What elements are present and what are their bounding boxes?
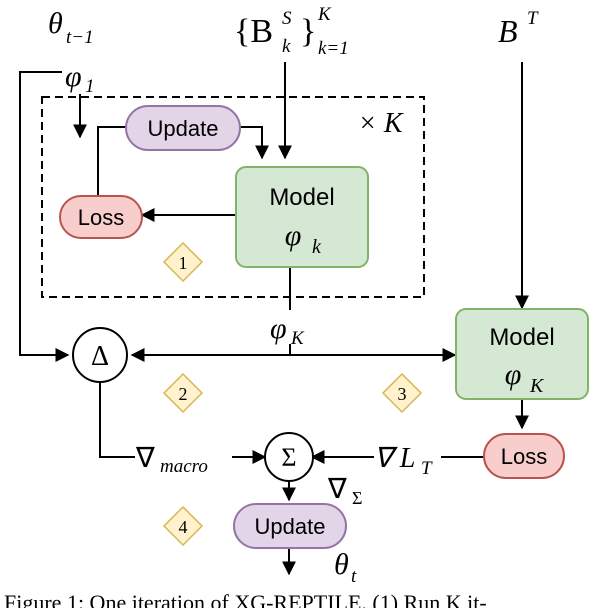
svg-text:}: } (300, 13, 316, 50)
step-1-badge: 1 (162, 241, 204, 283)
svg-text:t: t (351, 566, 357, 587)
svg-text:k: k (282, 36, 291, 57)
model-outer-param: φ (505, 358, 522, 391)
svg-text:Σ: Σ (352, 488, 362, 508)
model-inner-node: Model φ k (235, 166, 369, 268)
times-k-label: × K (358, 108, 404, 139)
svg-text:T: T (421, 458, 433, 479)
sigma-node: Σ (264, 432, 314, 482)
loss-outer-node: Loss (483, 433, 565, 479)
update-inner-node: Update (125, 105, 241, 151)
svg-text:T: T (527, 8, 539, 29)
model-inner-title: Model (269, 184, 334, 211)
svg-text:φ: φ (65, 60, 82, 93)
svg-text:macro: macro (160, 456, 208, 477)
phiK-mid-label: φ K (268, 312, 316, 349)
sigma-symbol: Σ (281, 443, 296, 472)
grad-loss-label: ∇ L T (374, 443, 433, 479)
step-3-badge: 3 (381, 372, 423, 414)
inner-loop-box (41, 96, 425, 298)
loss-outer-label: Loss (501, 444, 547, 469)
svg-text:B: B (498, 13, 518, 49)
theta-new-label: θ t (334, 548, 357, 587)
delta-to-sigma-line (99, 380, 135, 458)
svg-text:t−1: t−1 (66, 27, 94, 48)
update-outer-label: Update (255, 514, 326, 539)
loss-inner-label: Loss (78, 205, 124, 230)
source-batch-label: {B S k } K k=1 (232, 2, 372, 60)
model-inner-param: φ (285, 219, 302, 252)
target-batch-label: B T (495, 4, 555, 54)
theta-prev-line (19, 71, 80, 362)
step-4-badge: 4 (162, 505, 204, 547)
theta-prev-label: θ t−1 (44, 6, 110, 48)
svg-text:θ: θ (334, 548, 349, 581)
svg-text:∇: ∇ (135, 443, 155, 474)
figure-caption: Figure 1: One iteration of XG-REPTILE. (… (4, 590, 487, 608)
svg-text:{B: {B (234, 13, 273, 50)
grad-macro-label: ∇ macro (135, 443, 208, 477)
svg-text:∇ L: ∇ L (374, 443, 415, 474)
svg-text:S: S (282, 8, 292, 29)
update-inner-label: Update (148, 116, 219, 141)
step-2-badge: 2 (162, 372, 204, 414)
delta-symbol: Δ (91, 341, 109, 372)
step-1-label: 1 (179, 253, 188, 273)
svg-text:∇: ∇ (327, 474, 347, 505)
model-inner-param-sub: k (312, 236, 322, 258)
svg-text:φ: φ (270, 312, 287, 345)
step-4-label: 4 (179, 517, 188, 537)
svg-text:K: K (317, 4, 332, 25)
svg-text:k=1: k=1 (318, 38, 349, 59)
update-outer-node: Update (233, 503, 347, 549)
svg-text:θ: θ (48, 7, 63, 40)
phi1-label: φ 1 (62, 56, 104, 97)
step-3-label: 3 (398, 384, 407, 404)
loss-to-update-line (97, 126, 126, 198)
update-to-model-arrow (240, 126, 269, 160)
grad-sigma-label: ∇ Σ (327, 474, 362, 508)
svg-text:K: K (290, 328, 305, 349)
step-2-label: 2 (179, 384, 188, 404)
svg-text:1: 1 (85, 76, 95, 97)
loss-inner-node: Loss (59, 195, 143, 239)
delta-node: Δ (72, 327, 128, 383)
model-outer-param-sub: K (529, 375, 545, 397)
model-outer-title: Model (489, 324, 554, 351)
model-outer-node: Model φ K (455, 308, 589, 400)
